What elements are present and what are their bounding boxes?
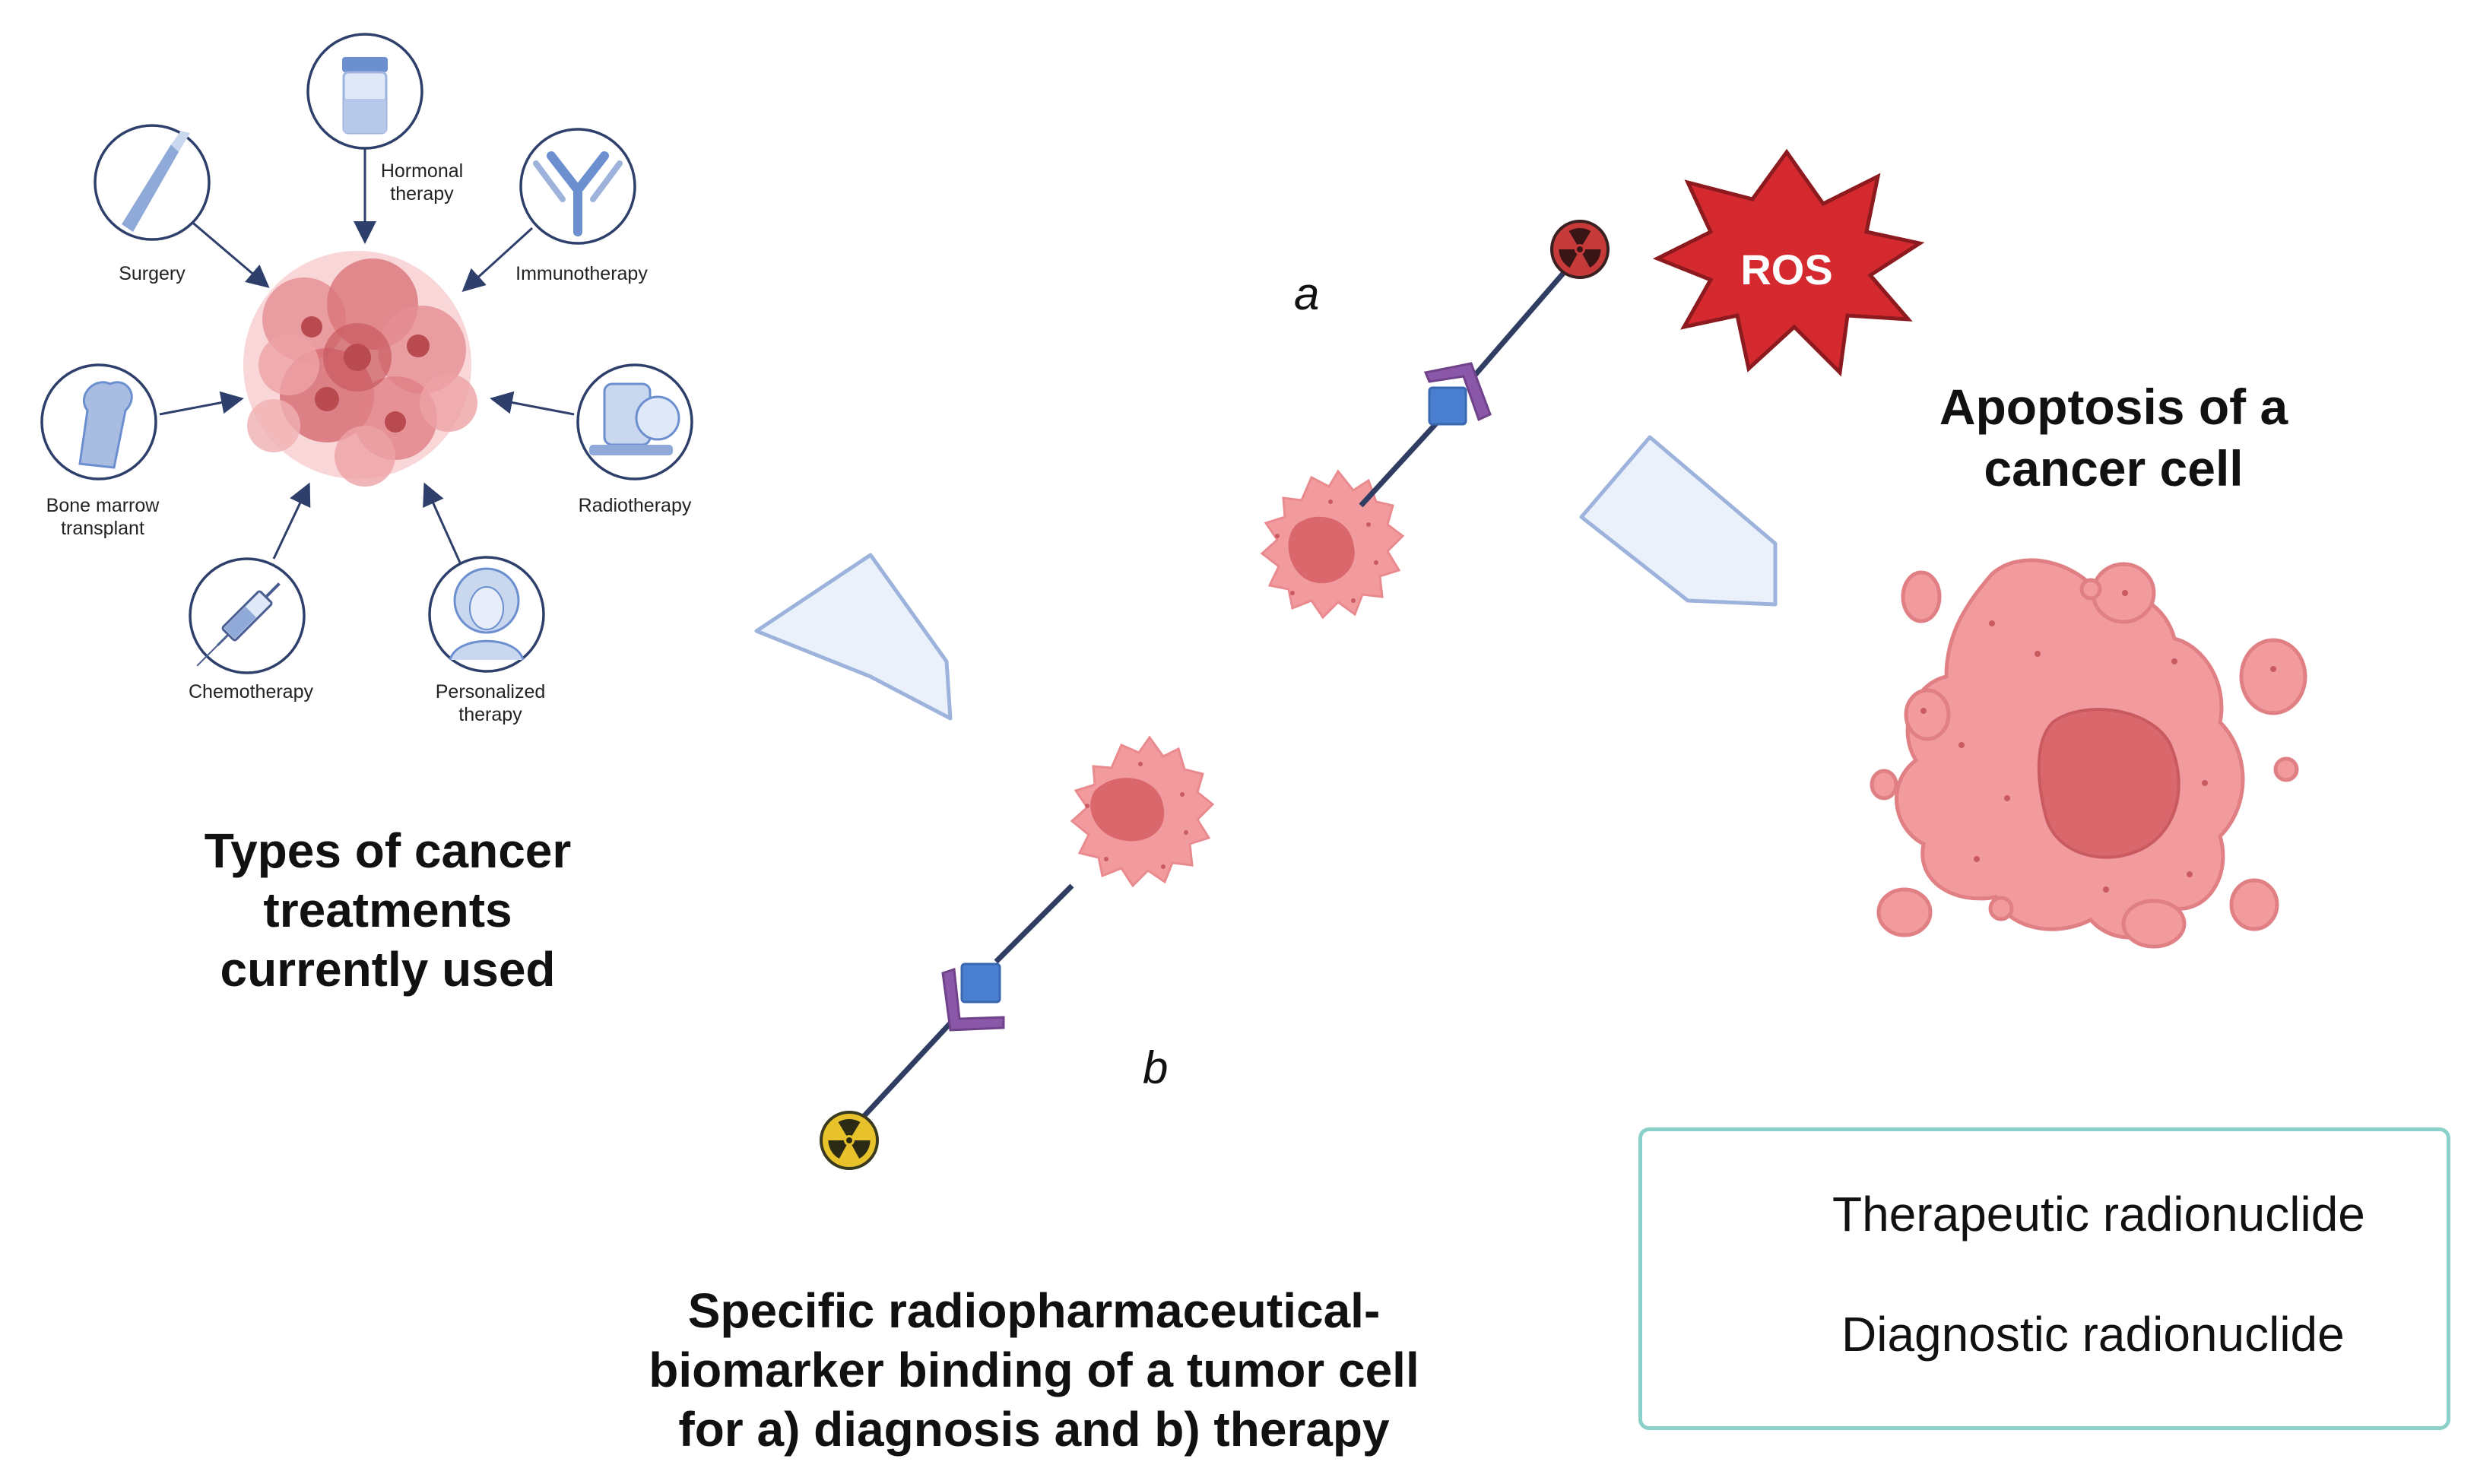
legend-diagnostic-label: Diagnostic radionuclide [1841, 1307, 2345, 1362]
treatment-cluster [40, 33, 693, 674]
label-bone-marrow-transplant: Bone marrow transplant [46, 495, 160, 539]
antigen-block-a [1428, 386, 1467, 426]
binding-title: Specific radiopharmaceutical- biomarker … [649, 1283, 1419, 1457]
therapeutic-radionuclide-icon [1550, 220, 1610, 279]
radiopharmaceutical-a [1359, 268, 1568, 508]
label-surgery: Surgery [119, 263, 186, 284]
label-radiotherapy: Radiotherapy [578, 495, 692, 516]
label-personalized-therapy: Personalized therapy [435, 681, 546, 725]
antibody-fragment-a [1423, 362, 1492, 422]
tumor-cluster-icon [243, 251, 477, 487]
label-hormonal-therapy: Hormonal therapy [380, 160, 464, 205]
legend-box [1638, 1127, 2450, 1430]
arrow-personalized [423, 482, 461, 563]
chevron-arrow-left [754, 553, 953, 721]
label-a: a [1294, 268, 1320, 319]
antigen-block-b [960, 962, 1001, 1004]
person-icon [428, 556, 545, 673]
apoptosis-title: Apoptosis of a cancer cell [1939, 379, 2288, 496]
label-immunotherapy: Immunotherapy [515, 263, 648, 284]
ros-label: ROS [1740, 246, 1833, 293]
tumor-cell-b [1070, 735, 1215, 888]
chevron-arrow-right [1579, 435, 1778, 607]
antibody-fragment-b [941, 967, 1005, 1032]
tumor-cell-a [1260, 469, 1405, 620]
arrow-radiotherapy [490, 391, 575, 416]
label-chemotherapy: Chemotherapy [189, 681, 313, 702]
radiopharmaceutical-b [857, 883, 1074, 1124]
label-b: b [1143, 1042, 1169, 1093]
treatments-title: Types of cancer treatments currently use… [204, 823, 572, 997]
diagnostic-radionuclide-icon [820, 1111, 879, 1170]
scalpel-icon [94, 124, 211, 241]
legend-therapeutic-label: Therapeutic radionuclide [1832, 1187, 2365, 1241]
bone-icon [40, 363, 157, 480]
arrow-immunotherapy [461, 227, 534, 293]
antibody-icon [519, 128, 636, 245]
radiotherapy-machine-icon [576, 363, 693, 480]
arrow-surgery [189, 219, 270, 288]
apoptotic-cell [1870, 558, 2307, 949]
ros-starburst [1652, 148, 1925, 377]
syringe-icon [189, 557, 306, 674]
hormonal-therapy-icon [306, 33, 423, 150]
arrow-chemotherapy [272, 482, 311, 560]
arrow-bone-marrow [159, 391, 244, 416]
